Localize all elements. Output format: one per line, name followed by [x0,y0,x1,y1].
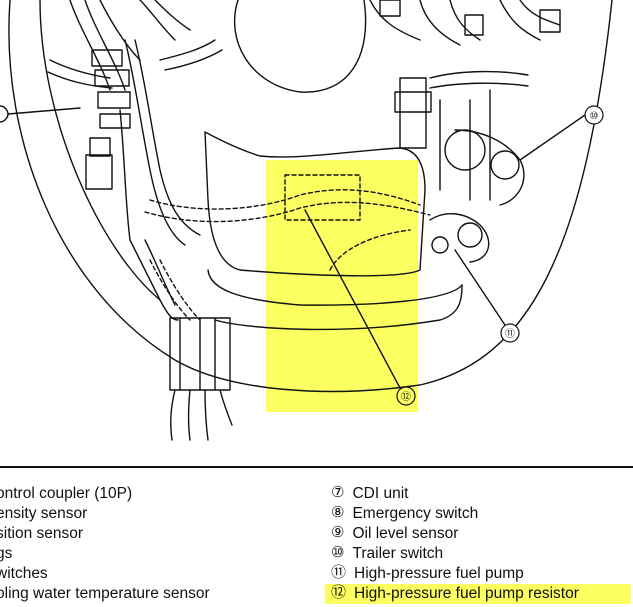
legend-number: ⑩ [331,544,345,561]
cowling-outline [8,0,613,393]
callout-11-label: ⑪ [505,328,515,340]
legend-item-oil-level-sensor: ⑨ Oil level sensor [331,524,631,544]
legend-item: gs [0,544,210,564]
legend-number: ⑧ [331,504,345,521]
legend-item-text: Trailer switch [352,545,444,562]
callout-11-leader [454,249,506,326]
flywheel-cover [233,0,367,93]
legend-item-cdi-unit: ⑦ CDI unit [331,484,631,504]
legend-item-text: sition sensor [0,525,84,542]
legend-item-fuel-pump: ⑪ High-pressure fuel pump [331,564,631,584]
legend-item: witches [0,564,210,584]
oil-tank [204,131,426,277]
callout-12: ⑫ [396,386,416,406]
legend-item-text: High-pressure fuel pump resistor [354,585,579,602]
legend-item-emergency-switch: ⑧ Emergency switch [331,504,631,524]
legend-number: ⑫ [331,584,347,601]
callout-10-label: ⑩ [590,111,599,122]
callout-left-leader [7,107,81,115]
cowling-inner [39,0,161,301]
legend-item-text: Oil level sensor [352,525,459,542]
legend-item: ensity sensor [0,504,210,524]
legend-item-text: Emergency switch [352,505,479,522]
legend-item: ontrol coupler (10P) [0,484,210,504]
legend-item-text: ontrol coupler (10P) [0,485,133,502]
legend-number: ⑦ [331,484,345,501]
highlight-box [266,160,418,412]
callout-10: ⑩ [584,105,604,125]
legend-number: ⑪ [331,564,347,581]
legend-item-text: oling water temperature sensor [0,585,210,602]
callout-12-label: ⑫ [401,391,411,403]
legend-item-fuel-pump-resistor: ⑫ High-pressure fuel pump resistor [325,584,631,604]
callout-11: ⑪ [500,323,520,343]
legend-separator [0,466,633,468]
legend-item-text: High-pressure fuel pump [354,565,524,582]
callout-12-leader [304,209,401,389]
legend-item: oling water temperature sensor [0,584,210,604]
legend-number: ⑨ [331,524,345,541]
legend-item-text: witches [0,565,48,582]
legend-item-trailer-switch: ⑩ Trailer switch [331,544,631,564]
legend-right: ⑦ CDI unit ⑧ Emergency switch ⑨ Oil level s… [325,484,631,604]
callout-10-leader [519,114,586,161]
engine-wiring-diagram: ⑩ ⑪ ⑫ [0,0,613,441]
legend-item-text: CDI unit [352,485,409,502]
legend-item-text: gs [0,545,13,562]
legend-item: sition sensor [0,524,210,544]
legend-item-text: ensity sensor [0,505,88,522]
legend-left: ontrol coupler (10P) ensity sensor sitio… [0,484,210,604]
